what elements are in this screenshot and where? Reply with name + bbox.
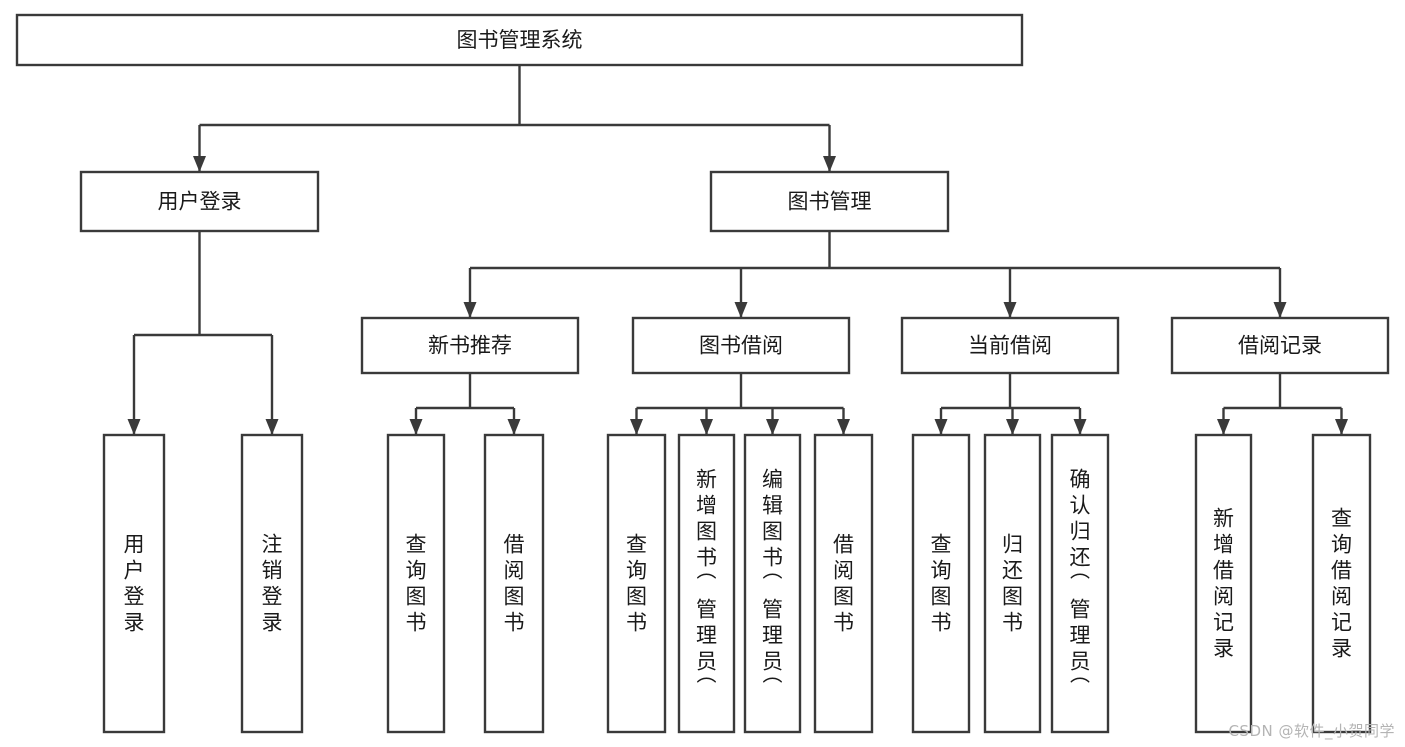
connector-group: [409, 373, 521, 435]
level2-node-图书借阅[interactable]: 图书借阅: [631, 316, 851, 375]
node-label: 查询图书: [406, 533, 427, 635]
leaf-node-用户登录[interactable]: 用户登录: [102, 433, 166, 734]
node-label: 编辑图书⌒管理员⌒: [762, 468, 783, 700]
node-box: [911, 433, 971, 734]
node-label: 查询图书: [931, 533, 952, 635]
leaf-node-借阅图书[interactable]: 借阅图书: [813, 433, 874, 734]
connector-group: [934, 373, 1087, 435]
connector-group: [630, 373, 850, 435]
node-box: [677, 433, 736, 734]
node-box: [900, 316, 1120, 375]
arrow-head-icon: [409, 419, 423, 435]
level2-node-借阅记录[interactable]: 借阅记录: [1170, 316, 1390, 375]
leaf-node-新增图书管理员[interactable]: 新增图书⌒管理员⌒: [677, 433, 736, 734]
leaf-node-查询图书[interactable]: 查询图书: [386, 433, 446, 734]
node-label: 归还图书: [1002, 533, 1023, 635]
arrow-head-icon: [734, 302, 748, 318]
root-node-图书管理系统[interactable]: 图书管理系统: [15, 13, 1024, 67]
node-box: [813, 433, 874, 734]
node-label: 新增图书⌒管理员⌒: [696, 468, 717, 700]
node-label: 借阅图书: [504, 533, 525, 635]
node-box: [102, 433, 166, 734]
node-label: 借阅记录: [1238, 334, 1322, 358]
node-label: 借阅图书: [833, 533, 854, 635]
leaf-node-归还图书[interactable]: 归还图书: [983, 433, 1042, 734]
arrow-head-icon: [463, 302, 477, 318]
arrow-head-icon: [1273, 302, 1287, 318]
node-label: 用户登录: [158, 190, 242, 214]
level2-node-当前借阅[interactable]: 当前借阅: [900, 316, 1120, 375]
leaf-node-编辑图书管理员[interactable]: 编辑图书⌒管理员⌒: [743, 433, 802, 734]
arrow-head-icon: [766, 419, 779, 435]
node-label: 图书管理: [788, 190, 872, 214]
node-box: [743, 433, 802, 734]
node-label: 查询图书: [626, 533, 647, 635]
level1-node-图书管理[interactable]: 图书管理: [709, 170, 950, 233]
node-box: [1194, 433, 1253, 734]
level2-node-新书推荐[interactable]: 新书推荐: [360, 316, 580, 375]
connector-group: [1217, 373, 1348, 435]
arrow-head-icon: [1006, 419, 1019, 435]
node-layer: 图书管理系统用户登录图书管理新书推荐图书借阅当前借阅借阅记录用户登录注销登录查询…: [15, 13, 1390, 734]
arrow-head-icon: [934, 419, 948, 435]
arrow-head-icon: [630, 419, 643, 435]
arrow-head-icon: [127, 419, 141, 435]
node-label: 新书推荐: [428, 334, 512, 358]
node-label: 用户登录: [124, 533, 145, 635]
arrow-head-icon: [823, 156, 836, 172]
node-label: 确认归还⌒管理员⌒: [1070, 468, 1091, 700]
arrow-head-icon: [1003, 302, 1017, 318]
node-label: 注销登录: [262, 533, 283, 635]
node-label: 新增借阅记录: [1213, 507, 1234, 661]
arrow-head-icon: [507, 419, 521, 435]
arrow-head-icon: [1073, 419, 1087, 435]
node-box: [1050, 433, 1110, 734]
node-box: [983, 433, 1042, 734]
node-box: [240, 433, 304, 734]
leaf-node-查询图书[interactable]: 查询图书: [606, 433, 667, 734]
node-box: [1170, 316, 1390, 375]
connector-group: [463, 231, 1287, 318]
node-box: [386, 433, 446, 734]
node-label: 查询借阅记录: [1331, 507, 1352, 661]
node-label: 图书借阅: [699, 334, 783, 358]
node-box: [483, 433, 545, 734]
node-label: 当前借阅: [968, 334, 1052, 358]
arrow-head-icon: [837, 419, 850, 435]
leaf-node-新增借阅记录[interactable]: 新增借阅记录: [1194, 433, 1253, 734]
connector-group: [127, 231, 279, 435]
arrow-head-icon: [1217, 419, 1230, 435]
node-box: [1311, 433, 1372, 734]
leaf-node-确认归还管理员[interactable]: 确认归还⌒管理员⌒: [1050, 433, 1110, 734]
arrow-head-icon: [193, 156, 206, 172]
node-box: [631, 316, 851, 375]
arrow-head-icon: [265, 419, 279, 435]
leaf-node-查询借阅记录[interactable]: 查询借阅记录: [1311, 433, 1372, 734]
leaf-node-借阅图书[interactable]: 借阅图书: [483, 433, 545, 734]
node-box: [606, 433, 667, 734]
node-box: [709, 170, 950, 233]
arrow-head-icon: [1335, 419, 1348, 435]
node-box: [79, 170, 320, 233]
leaf-node-注销登录[interactable]: 注销登录: [240, 433, 304, 734]
connector-group: [193, 65, 836, 172]
node-box: [360, 316, 580, 375]
level1-node-用户登录[interactable]: 用户登录: [79, 170, 320, 233]
node-label: 图书管理系统: [457, 28, 583, 52]
leaf-node-查询图书[interactable]: 查询图书: [911, 433, 971, 734]
arrow-head-icon: [700, 419, 713, 435]
node-box: [15, 13, 1024, 67]
connector-layer: [127, 65, 1348, 435]
csdn-watermark: CSDN @软件_小贺同学: [1228, 722, 1395, 740]
